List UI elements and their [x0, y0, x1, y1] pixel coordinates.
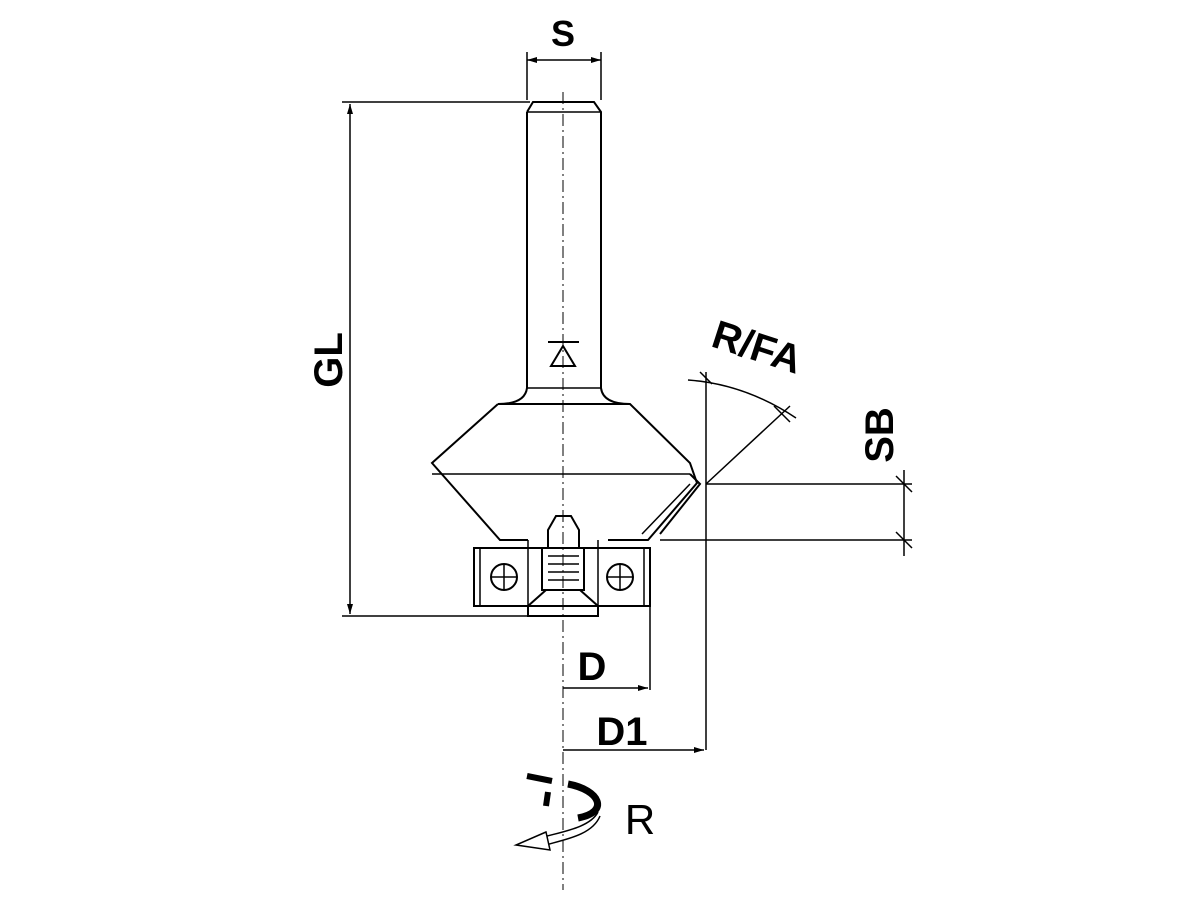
label-s: S [551, 13, 575, 54]
dimension-d1: D1 [563, 710, 704, 754]
label-rotation: R [625, 796, 655, 843]
dimension-d: D [563, 606, 651, 691]
dimension-sb: SB [660, 407, 913, 556]
dimension-gl: GL [307, 101, 530, 617]
dimension-s: S [526, 13, 602, 100]
dimension-r-fa: R/FA [687, 313, 807, 750]
shank [497, 101, 631, 405]
cutter-body [430, 403, 702, 541]
clamping-mark-icon [548, 341, 579, 367]
label-d1: D1 [596, 710, 647, 754]
label-gl: GL [307, 332, 351, 388]
label-r-fa: R/FA [707, 313, 807, 383]
ball-bearing [473, 540, 651, 607]
label-sb: SB [858, 407, 902, 463]
label-d: D [578, 645, 607, 689]
rotation-arrow-icon [513, 773, 601, 851]
